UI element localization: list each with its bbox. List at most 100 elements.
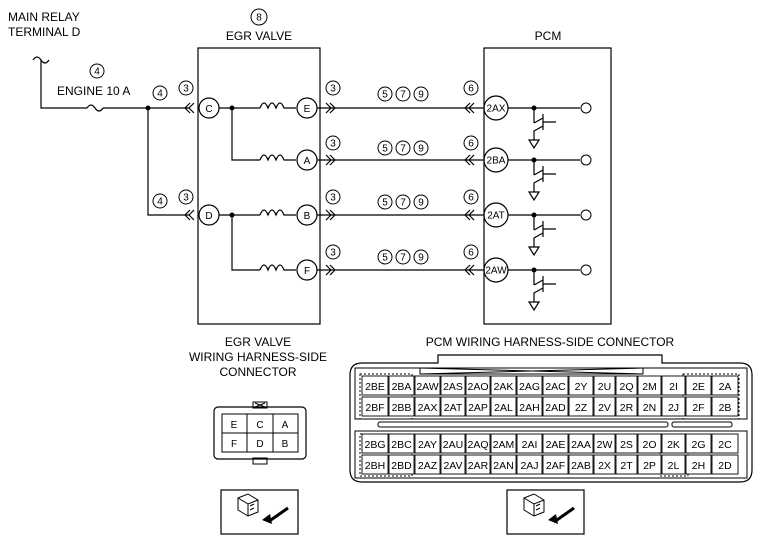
- pcm-cell-box: [593, 375, 616, 396]
- pcm-cell-2aa: 2AA: [571, 439, 591, 451]
- wire-relay: [40, 60, 87, 109]
- pcm-cell-2as: 2AS: [443, 381, 463, 393]
- pcm-cell-2g: 2G: [691, 439, 705, 451]
- circled-num-group-2: 5 7 9: [377, 140, 429, 156]
- pcm-cell-2z: 2Z: [575, 402, 588, 414]
- pcm-cell-2ao: 2AO: [467, 381, 488, 393]
- pcm-cell-box: [542, 454, 569, 475]
- pcm-pin-2ba: 2BA: [487, 156, 506, 167]
- pcm-cell-box: [593, 396, 616, 417]
- wire-branch-d: [147, 108, 190, 216]
- fuse-label: ENGINE 10 A: [57, 84, 130, 98]
- pcm-cell-2am: 2AM: [493, 439, 515, 451]
- pcm-cell-box: [711, 454, 739, 475]
- circled-num-out4: 3: [330, 248, 336, 259]
- circled-num-group-1: 5 7 9: [377, 86, 429, 102]
- circled-num-fuse-right: 4: [157, 89, 163, 100]
- pcm-cell-2e: 2E: [692, 381, 705, 393]
- pcm-cell-2k: 2K: [667, 439, 680, 451]
- pcm-cell-box: [568, 375, 594, 396]
- pcm-cell-box: [615, 396, 638, 417]
- pcm-cell-2ai: 2AI: [522, 439, 538, 451]
- pcm-cell-box: [661, 433, 686, 454]
- pcm-cell-box: [414, 433, 441, 454]
- pcm-cell-2av: 2AV: [443, 460, 462, 472]
- pcm-cell-2be: 2BE: [365, 381, 385, 393]
- egr-view-direction-icon: [220, 489, 299, 535]
- egr-cell-e: E: [231, 420, 238, 431]
- circled-num-out2: 3: [330, 139, 336, 150]
- pcm-cell-box: [637, 454, 662, 475]
- pcm-cell-2o: 2O: [642, 439, 656, 451]
- pcm-cell-box: [490, 396, 517, 417]
- pcm-cell-box: [465, 433, 491, 454]
- pcm-cell-2ac: 2AC: [545, 381, 566, 393]
- egr-to-pcm-wires: [317, 102, 484, 276]
- circled-num-relay: 4: [94, 67, 100, 78]
- pcm-cell-2n: 2N: [643, 402, 656, 414]
- pcm-cell-2ah: 2AH: [519, 402, 539, 414]
- pcm-cell-2ae: 2AE: [546, 439, 566, 451]
- pcm-cell-2ba: 2BA: [392, 381, 412, 393]
- pcm-cell-2bf: 2BF: [365, 402, 384, 414]
- pcm-cell-2at: 2AT: [444, 402, 463, 414]
- pcm-cell-2w: 2W: [597, 439, 613, 451]
- pcm-cell-2ap: 2AP: [468, 402, 488, 414]
- pcm-cell-2c: 2C: [718, 439, 732, 451]
- pcm-cell-box: [440, 433, 466, 454]
- pcm-cell-2u: 2U: [598, 381, 611, 393]
- pcm-cell-box: [711, 433, 739, 454]
- egr-cell-d: D: [256, 439, 263, 450]
- pcm-cell-2al: 2AL: [494, 402, 513, 414]
- pcm-title: PCM: [535, 29, 562, 43]
- pcm-cell-box: [465, 396, 491, 417]
- circled-num-lower-left: 4: [157, 197, 163, 208]
- pcm-cell-box: [637, 396, 662, 417]
- circled-num-out3: 3: [330, 193, 336, 204]
- pcm-cell-2h: 2H: [692, 460, 705, 472]
- svg-text:9: 9: [418, 144, 424, 155]
- pcm-cell-box: [490, 433, 517, 454]
- coil-symbols: [259, 102, 296, 272]
- pcm-cell-box: [661, 396, 686, 417]
- pcm-cell-box: [568, 433, 594, 454]
- pcm-cell-box: [361, 396, 389, 417]
- egr-pin-a: A: [304, 156, 311, 167]
- pcm-cell-2x: 2X: [598, 460, 611, 472]
- circled-num-egr: 8: [256, 13, 262, 24]
- egr-cell-a: A: [282, 420, 289, 431]
- egr-connector-label-1: EGR VALVE: [225, 335, 291, 349]
- pcm-cell-2au: 2AU: [443, 439, 463, 451]
- fuse-symbol: [86, 104, 104, 112]
- pcm-cell-box: [711, 396, 739, 417]
- pcm-cell-box: [637, 375, 662, 396]
- pcm-cell-box: [637, 433, 662, 454]
- pcm-cell-box: [615, 375, 638, 396]
- pcm-cell-2bg: 2BG: [364, 439, 385, 451]
- pcm-cell-2ad: 2AD: [545, 402, 566, 414]
- svg-text:7: 7: [400, 253, 406, 264]
- circled-num-pcm4: 6: [468, 248, 474, 259]
- pcm-cell-box: [568, 396, 594, 417]
- pcm-cell-box: [414, 454, 441, 475]
- pcm-cell-box: [685, 454, 712, 475]
- main-relay-label: MAIN RELAY: [8, 10, 80, 24]
- pcm-cell-box: [685, 375, 712, 396]
- pcm-cell-box: [516, 433, 543, 454]
- circled-num-pcm3: 6: [468, 193, 474, 204]
- svg-text:7: 7: [400, 90, 406, 101]
- svg-text:9: 9: [418, 253, 424, 264]
- pcm-cell-box: [465, 375, 491, 396]
- pcm-cell-2v: 2V: [598, 402, 611, 414]
- pcm-cell-box: [711, 375, 739, 396]
- pcm-cell-2bd: 2BD: [391, 460, 412, 472]
- pcm-pin-2ax: 2AX: [487, 104, 506, 115]
- pcm-cell-2aq: 2AQ: [467, 439, 488, 451]
- pcm-cell-box: [542, 375, 569, 396]
- egr-valve-box: [197, 47, 321, 325]
- pcm-cell-box: [440, 454, 466, 475]
- pcm-cell-box: [685, 433, 712, 454]
